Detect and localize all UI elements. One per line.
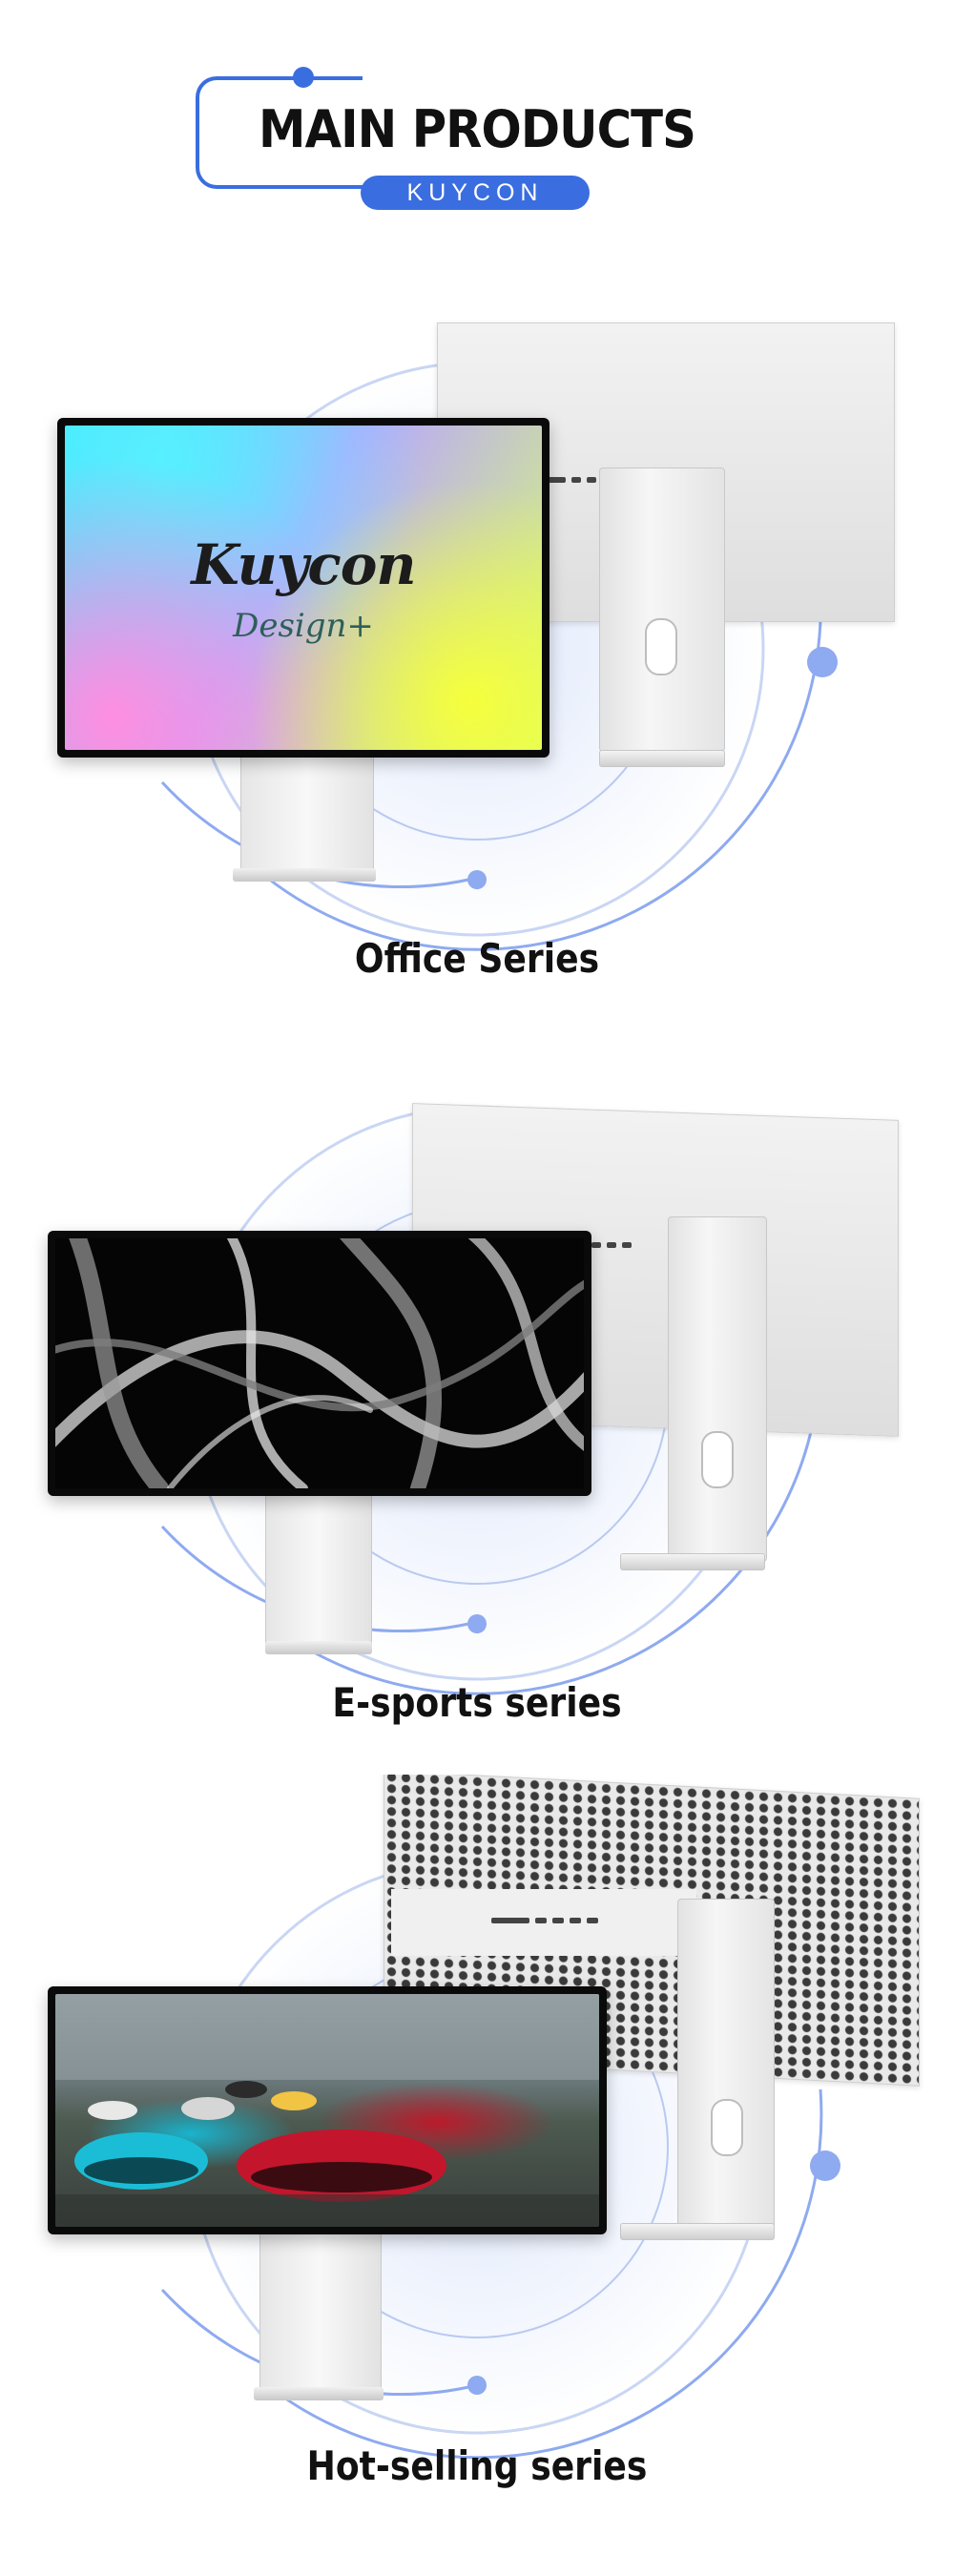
series-label-hot-selling: Hot-selling series: [306, 2442, 648, 2489]
racing-cars-icon: [55, 1994, 599, 2227]
screen-tagline-text: Design+: [233, 607, 374, 645]
series-label-esports: E-sports series: [332, 1679, 622, 1726]
series-label-office: Office Series: [354, 935, 600, 982]
screen-brand-text: Kuycon: [191, 532, 416, 597]
screen-wallpaper: [55, 1238, 584, 1488]
header-dot-icon: [293, 67, 314, 88]
product-hot-selling[interactable]: Hot-selling series: [0, 1775, 954, 2519]
abstract-wallpaper-icon: [55, 1238, 584, 1488]
product-office[interactable]: Kuycon Design+ Office Series: [0, 286, 954, 1030]
brand-badge: KUYCON: [361, 176, 590, 210]
screen-wallpaper: [55, 1994, 599, 2227]
screen-wallpaper: Kuycon Design+: [65, 426, 542, 750]
header: MAIN PRODUCTS KUYCON: [0, 0, 954, 229]
page-title: MAIN PRODUCTS: [259, 99, 696, 159]
product-esports[interactable]: E-sports series: [0, 1030, 954, 1775]
header-bracket-decoration: [196, 76, 363, 189]
